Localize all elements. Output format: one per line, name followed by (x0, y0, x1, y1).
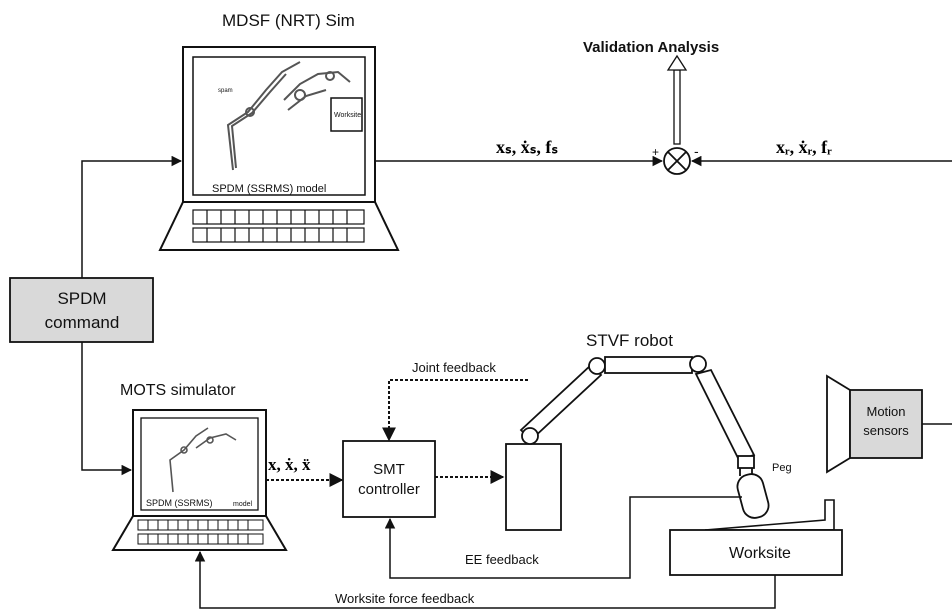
mots-arm-drawing (169, 427, 237, 493)
top-sim-arm-drawing (226, 61, 351, 171)
spdm-command-box (9, 277, 154, 343)
joint-feedback-label: Joint feedback (412, 360, 496, 375)
worksite-box (669, 529, 843, 576)
validation-title: Validation Analysis (583, 39, 719, 56)
spdm-command-line1: SPDM (57, 289, 106, 308)
mots-title: MOTS simulator (120, 382, 236, 399)
sim-output-signal: xₛ, ẋₛ, fₛ (496, 137, 558, 157)
ee-feedback-arrow (384, 496, 742, 579)
motion-sensors-line2: sensors (863, 423, 909, 438)
smt-controller-line2: controller (358, 481, 420, 498)
stvf-robot (505, 355, 770, 531)
command-to-mdsf-arrow (81, 155, 183, 278)
junction-plus: + (652, 145, 659, 159)
top-sim-model-caption: SPDM (SSRMS) model (212, 183, 326, 195)
force-feedback-arrow (194, 550, 776, 609)
mots-keys (137, 519, 264, 545)
force-feedback-label: Worksite force feedback (335, 591, 475, 606)
summing-junction (663, 147, 691, 175)
robot-wrist (737, 455, 755, 469)
top-sim-worksite-label: Worksite (334, 112, 361, 119)
robot-link-3 (694, 368, 756, 462)
robot-link-2 (604, 356, 693, 374)
top-sim-arm-label: spam (218, 88, 233, 94)
validation-output-arrow (666, 54, 688, 145)
robot-base (505, 443, 562, 531)
robot-peg (736, 473, 770, 519)
top-sim-keyboard (158, 201, 400, 251)
spdm-command-line2: command (45, 313, 120, 332)
top-sim-keys (192, 209, 365, 243)
robot-joint-3 (689, 355, 707, 373)
robot-title: STVF robot (586, 331, 673, 350)
peg-label: Peg (772, 462, 792, 474)
top-sim-worksite-box (330, 97, 363, 132)
mots-laptop: SPDM (SSRMS) model (111, 409, 288, 551)
top-sim-title: MDSF (NRT) Sim (222, 11, 355, 30)
mots-model-suffix: model (233, 501, 253, 508)
top-sim-laptop: spam Worksite SPDM (SSRMS) model (158, 46, 400, 251)
motion-sensors (826, 374, 923, 474)
worksite-label: Worksite (729, 545, 791, 562)
joint-feedback-arrow (382, 379, 528, 442)
mots-model-caption: SPDM (SSRMS) (146, 498, 213, 508)
smt-controller-box (342, 440, 436, 518)
smt-controller-line1: SMT (373, 461, 405, 478)
command-to-mots-arrow (81, 342, 133, 476)
ee-feedback-label: EE feedback (465, 552, 539, 567)
worksite-fixture (704, 499, 835, 531)
robot-joint-2 (588, 357, 606, 375)
mots-output-signal: x, ẋ, ẍ (268, 455, 311, 474)
junction-minus: - (694, 143, 699, 159)
robot-joint-1 (521, 427, 539, 445)
motion-sensors-line1: Motion (866, 404, 905, 419)
robot-output-signal: xᵣ, ẋᵣ, fᵣ (776, 137, 832, 157)
